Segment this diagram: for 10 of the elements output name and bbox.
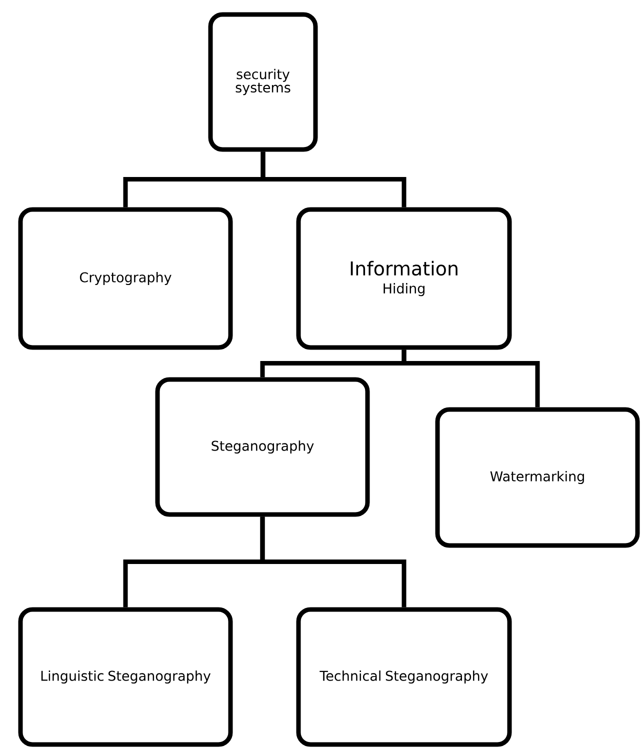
connector — [260, 152, 406, 208]
process-box: security systems — [208, 12, 318, 152]
process-box: Steganography — [155, 377, 370, 517]
process-box: Technical Steganography — [296, 607, 512, 747]
process-box: Cryptography — [18, 207, 233, 350]
process-box: Linguistic Steganography — [18, 607, 233, 747]
process-box: Watermarking — [435, 407, 640, 548]
connector — [402, 350, 540, 408]
connector — [260, 516, 406, 608]
process-box: Information Hiding — [296, 207, 512, 350]
